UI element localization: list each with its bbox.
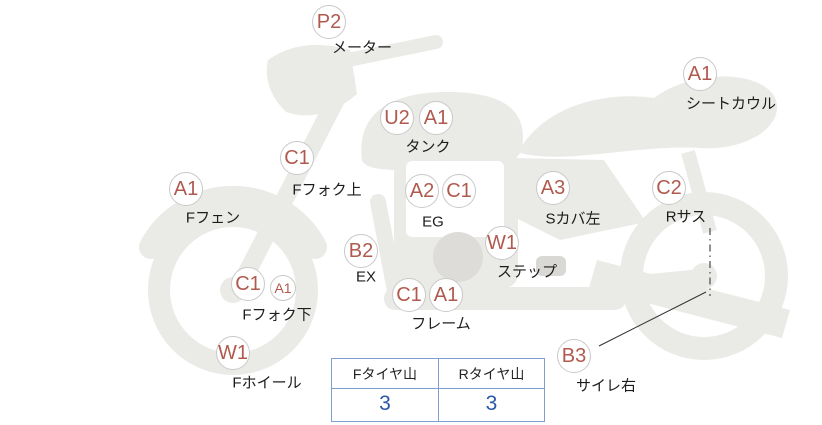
muffler-shape xyxy=(589,260,790,338)
grade-badge-meter: P2 xyxy=(312,5,346,39)
tire-tread-table: Fタイヤ山 Rタイヤ山 3 3 xyxy=(331,358,545,422)
grade-badge-rear-suspension: C2 xyxy=(652,171,686,205)
part-label-front-wheel: Fホイール xyxy=(232,374,302,392)
grade-badge-step: W1 xyxy=(485,226,519,260)
grade-badge-tank-1: U2 xyxy=(380,101,414,135)
part-label-exhaust: EX xyxy=(355,268,377,286)
grade-badge-silencer-right: B3 xyxy=(557,339,591,373)
part-label-tank: タンク xyxy=(405,138,451,156)
tire-table-value-rear: 3 xyxy=(438,389,544,421)
grade-badge-seat-cowl: A1 xyxy=(683,57,717,91)
part-label-frame: フレーム xyxy=(411,315,471,333)
part-label-meter: メーター xyxy=(331,39,393,57)
grade-badge-frame-1: C1 xyxy=(392,278,426,312)
part-label-side-cover-left: Sカバ左 xyxy=(545,210,601,228)
part-label-front-fork-lower: Fフォク下 xyxy=(242,306,312,324)
crankcase-shape xyxy=(433,232,483,282)
part-label-silencer-right: サイレ右 xyxy=(575,377,637,395)
downtube-shape xyxy=(370,194,404,304)
step-shape xyxy=(536,256,566,276)
grade-badge-side-cover-left: A3 xyxy=(536,171,570,205)
tire-table-header-rear: Rタイヤ山 xyxy=(438,359,544,389)
grade-badge-front-fork-lower-1: C1 xyxy=(231,267,265,301)
handlebar-shape xyxy=(266,44,357,116)
grade-badge-front-fork-lower-2: A1 xyxy=(270,275,296,301)
part-label-step: ステップ xyxy=(496,263,558,281)
grade-badge-frame-2: A1 xyxy=(429,278,463,312)
front-fork-shape xyxy=(233,71,355,291)
grade-badge-engine-1: A2 xyxy=(405,174,439,208)
grade-badge-front-fender: A1 xyxy=(169,172,203,206)
part-label-front-fender: Fフェン xyxy=(185,209,241,227)
grade-badge-tank-2: A1 xyxy=(419,101,453,135)
seat-cowl-shape xyxy=(518,76,778,157)
handle-grip-shape xyxy=(341,35,443,67)
grade-badge-exhaust: B2 xyxy=(344,234,378,268)
grade-badge-engine-2: C1 xyxy=(442,174,476,208)
tire-table-value-front: 3 xyxy=(379,392,391,415)
grade-badge-front-fork-upper: C1 xyxy=(280,141,314,175)
front-fender-shape xyxy=(139,185,327,259)
tire-table-header-front: Fタイヤ山 xyxy=(332,359,438,389)
rear-shock-shape xyxy=(681,150,717,234)
silencer-leader-line xyxy=(598,291,707,347)
part-label-front-fork-upper: Fフォク上 xyxy=(292,181,362,199)
part-label-engine: EG xyxy=(422,213,444,231)
part-label-seat-cowl: シートカウル xyxy=(685,95,777,113)
part-label-rear-suspension: Rサス xyxy=(665,208,707,226)
grade-badge-front-wheel: W1 xyxy=(216,336,250,370)
